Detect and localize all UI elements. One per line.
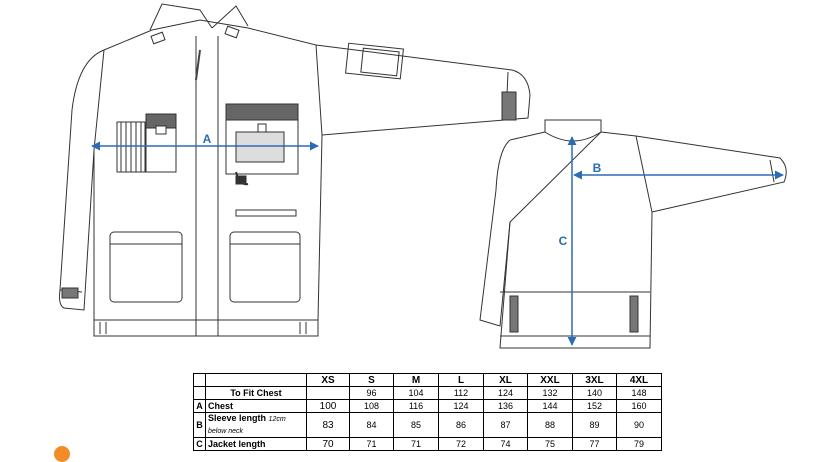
size-header: L	[438, 373, 484, 387]
measure-c-label: C	[559, 234, 568, 248]
cell: 152	[572, 399, 617, 413]
cell: 77	[572, 437, 617, 451]
row-label: To Fit Chest	[205, 386, 307, 400]
cell: 112	[438, 386, 484, 400]
cell: 88	[527, 412, 573, 438]
cell: 90	[616, 412, 662, 438]
cell: 86	[438, 412, 484, 438]
cell: 132	[527, 386, 573, 400]
size-header: S	[349, 373, 394, 387]
cell: 72	[438, 437, 484, 451]
cell	[306, 386, 350, 400]
orange-dot-icon	[54, 446, 70, 462]
row-letter: C	[193, 437, 206, 451]
table-row: B Sleeve length 12cm below neck 83 84 85…	[193, 412, 662, 438]
jacket-front-view	[59, 3, 531, 337]
cell: 87	[483, 412, 528, 438]
jacket-technical-drawing: A B C	[59, 3, 787, 349]
jacket-back-view	[479, 119, 787, 349]
cell: 144	[527, 399, 573, 413]
row-label-cell: Sleeve length 12cm below neck	[205, 412, 307, 438]
measure-b: B	[573, 161, 784, 180]
measure-b-label: B	[593, 161, 602, 175]
size-chart-table: XS S M L XL XXL 3XL 4XL To Fit Chest 96 …	[193, 373, 662, 451]
cell: 136	[483, 399, 528, 413]
cell: 83	[306, 412, 350, 438]
cell: 84	[349, 412, 394, 438]
cell: 108	[349, 399, 394, 413]
row-letter: A	[193, 399, 206, 413]
cell: 71	[393, 437, 439, 451]
table-row: C Jacket length 70 71 71 72 74 75 77 79	[193, 437, 662, 451]
measure-c: C	[559, 136, 577, 346]
cell: 116	[393, 399, 439, 413]
cell: 100	[306, 399, 350, 413]
row-label: Sleeve length	[208, 413, 267, 423]
cell: 124	[483, 386, 528, 400]
cell: 71	[349, 437, 394, 451]
table-row: A Chest 100 108 116 124 136 144 152 160	[193, 399, 662, 413]
cell: 148	[616, 386, 662, 400]
size-header: XL	[483, 373, 528, 387]
cell: 70	[306, 437, 350, 451]
size-header: 4XL	[616, 373, 662, 387]
row-letter	[193, 386, 206, 400]
cell: 85	[393, 412, 439, 438]
cell: 160	[616, 399, 662, 413]
cell: 79	[616, 437, 662, 451]
row-label: Chest	[205, 399, 307, 413]
measure-a-label: A	[203, 132, 212, 146]
cell: 74	[483, 437, 528, 451]
cell: 75	[527, 437, 573, 451]
size-header-row: XS S M L XL XXL 3XL 4XL	[193, 373, 662, 387]
row-label: Jacket length	[205, 437, 307, 451]
measure-a: A	[91, 132, 319, 151]
size-header: XXL	[527, 373, 573, 387]
size-header: M	[393, 373, 439, 387]
header-label-cell	[205, 373, 307, 387]
cell: 124	[438, 399, 484, 413]
size-header: 3XL	[572, 373, 617, 387]
cell: 140	[572, 386, 617, 400]
row-letter: B	[193, 412, 206, 438]
cell: 104	[393, 386, 439, 400]
row-note: 12cm below neck	[208, 416, 286, 435]
header-letter-cell	[193, 373, 206, 387]
table-row: To Fit Chest 96 104 112 124 132 140 148	[193, 386, 662, 400]
size-header: XS	[306, 373, 350, 387]
cell: 89	[572, 412, 617, 438]
cell: 96	[349, 386, 394, 400]
